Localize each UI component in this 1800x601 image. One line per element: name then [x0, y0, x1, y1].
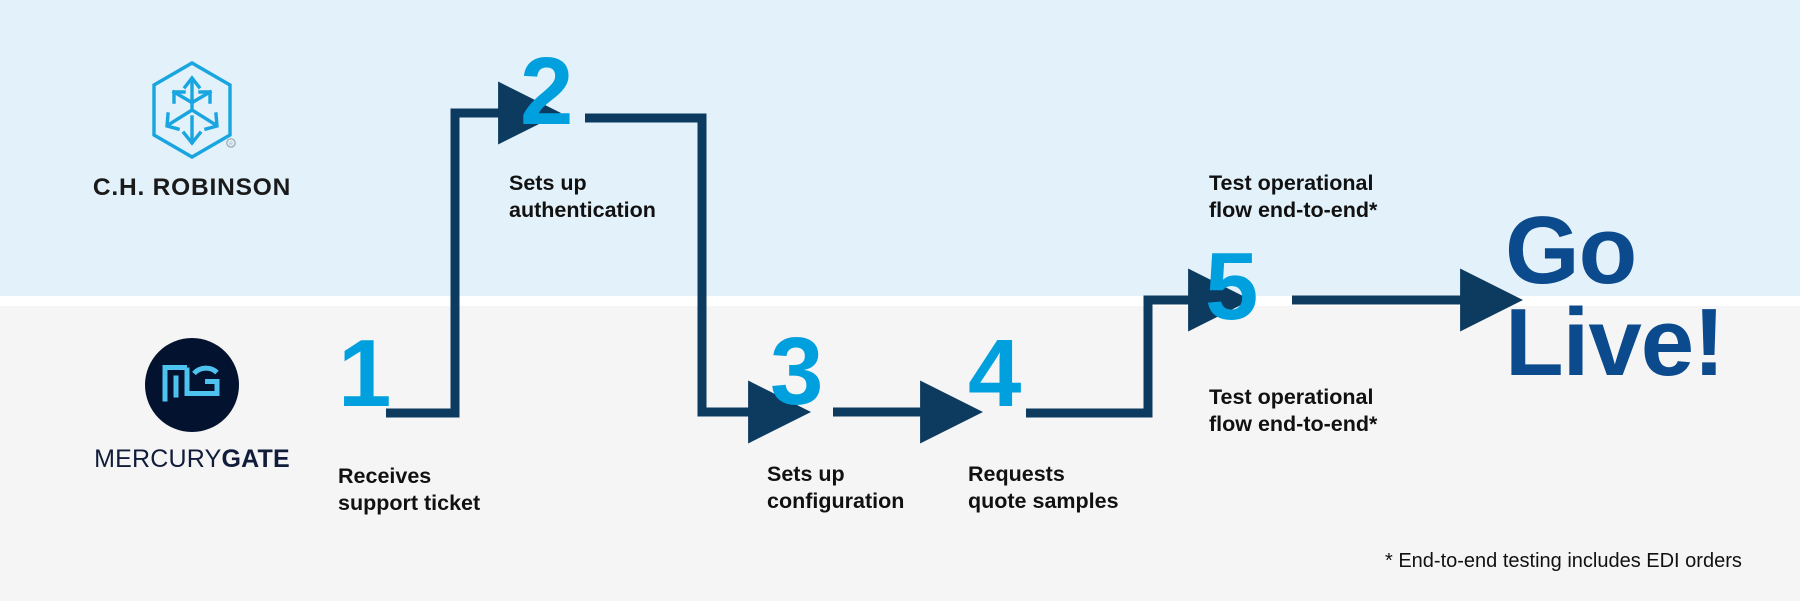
go-live-label: Go Live! [1505, 197, 1725, 397]
mercurygate-wordmark: MERCURYGATE [62, 445, 322, 474]
step-3-number: 3 [770, 318, 824, 425]
mercurygate-logo: MERCURYGATE [62, 338, 322, 474]
ch-robinson-logo: R C.H. ROBINSON [62, 60, 322, 202]
mercurygate-wordmark-light: MERCURY [94, 445, 222, 473]
ch-robinson-wordmark: C.H. ROBINSON [92, 174, 292, 201]
mercurygate-wordmark-bold: GATE [221, 445, 290, 473]
mg-monogram-icon [161, 362, 223, 409]
step-2-caption: Sets up authentication [509, 171, 656, 223]
mercurygate-lane-background [0, 306, 1800, 601]
ch-robinson-lane-background [0, 0, 1800, 296]
annotation-test-flow-bottom: Test operational flow end-to-end* [1209, 385, 1378, 437]
hexagon-cube-arrows-icon: R [62, 60, 322, 160]
step-1-caption: Receives support ticket [338, 464, 481, 516]
step-5-number: 5 [1205, 233, 1259, 340]
step-4-number: 4 [968, 320, 1022, 427]
mercurygate-badge [145, 338, 239, 432]
svg-text:R: R [229, 141, 233, 147]
annotation-test-flow-top: Test operational flow end-to-end* [1209, 171, 1378, 223]
footnote-text: * End-to-end testing includes EDI orders [1385, 550, 1742, 572]
step-4-caption: Requests quote samples [968, 462, 1119, 514]
step-3-caption: Sets up configuration [767, 462, 905, 514]
lane-divider [0, 296, 1800, 306]
step-2-number: 2 [520, 38, 574, 145]
step-1-number: 1 [338, 320, 392, 427]
